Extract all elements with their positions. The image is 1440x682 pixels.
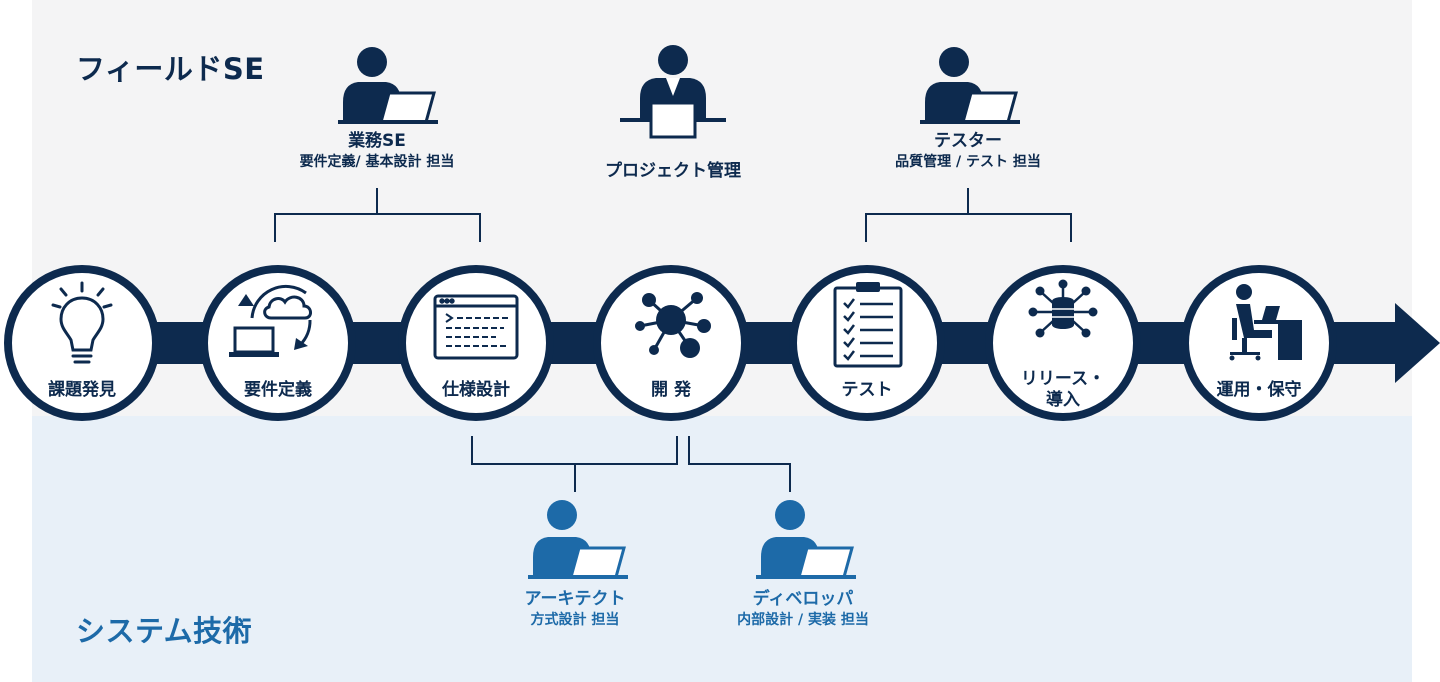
step-circle-1: [4, 265, 160, 421]
tester-name: テスター: [934, 131, 1002, 151]
architect-name: アーキテクト: [524, 589, 626, 609]
process-arrow-head: [1395, 303, 1440, 383]
business-se-figure-icon: [338, 47, 438, 124]
tester-desc: 品質管理 / テスト 担当: [895, 153, 1041, 170]
project-mgmt-label: プロジェクト管理: [605, 160, 741, 183]
database-hub-icon: [1028, 279, 1098, 338]
step-label-6-line-2: 導入: [1046, 389, 1080, 410]
project-manager-figure-icon: [620, 45, 726, 139]
architect-label: アーキテクト 方式設計 担当: [525, 588, 626, 630]
checklist-clipboard-icon: [833, 282, 903, 368]
business-se-desc: 要件定義/ 基本設計 担当: [299, 153, 455, 170]
bracket-architect: [471, 436, 678, 492]
bracket-developer: [688, 436, 791, 492]
developer-desc: 内部設計 / 実装 担当: [737, 611, 869, 628]
bracket-tester: [865, 188, 1072, 242]
business-se-label: 業務SE 要件定義/ 基本設計 担当: [300, 130, 455, 172]
code-window-icon: [433, 294, 519, 360]
step-label-3: 仕様設計: [441, 379, 510, 400]
step-circle-4: [593, 265, 749, 421]
architect-figure-icon: [528, 500, 628, 579]
field-se-title: フィールドSE: [76, 52, 265, 86]
developer-figure-icon: [756, 500, 856, 579]
step-label-2: 要件定義: [244, 379, 312, 400]
project-mgmt-name: プロジェクト管理: [605, 161, 741, 181]
step-label-4: 開 発: [651, 379, 692, 400]
developer-name: ディベロッパ: [752, 589, 854, 609]
step-label-5: テスト: [842, 380, 893, 400]
business-se-name: 業務SE: [348, 131, 406, 151]
step-label-6-line-1: リリース・: [1021, 369, 1105, 389]
tester-figure-icon: [920, 47, 1020, 124]
step-label-7: 運用・保守: [1217, 379, 1302, 400]
architect-desc: 方式設計 担当: [530, 611, 620, 628]
cloud-sync-laptop-icon: [229, 285, 312, 357]
step-label-1: 課題発見: [48, 379, 116, 400]
tester-label: テスター 品質管理 / テスト 担当: [895, 130, 1041, 172]
step-circle-7: [1181, 265, 1337, 421]
developer-label: ディベロッパ 内部設計 / 実装 担当: [737, 588, 869, 630]
network-nodes-icon: [635, 292, 711, 358]
lightbulb-icon: [51, 281, 113, 364]
system-tech-title: システム技術: [76, 614, 253, 648]
bracket-business-se: [274, 188, 481, 242]
step-circle-6: [985, 265, 1141, 421]
person-at-desk-icon: [1229, 284, 1302, 361]
system-tech-band: [32, 416, 1412, 682]
